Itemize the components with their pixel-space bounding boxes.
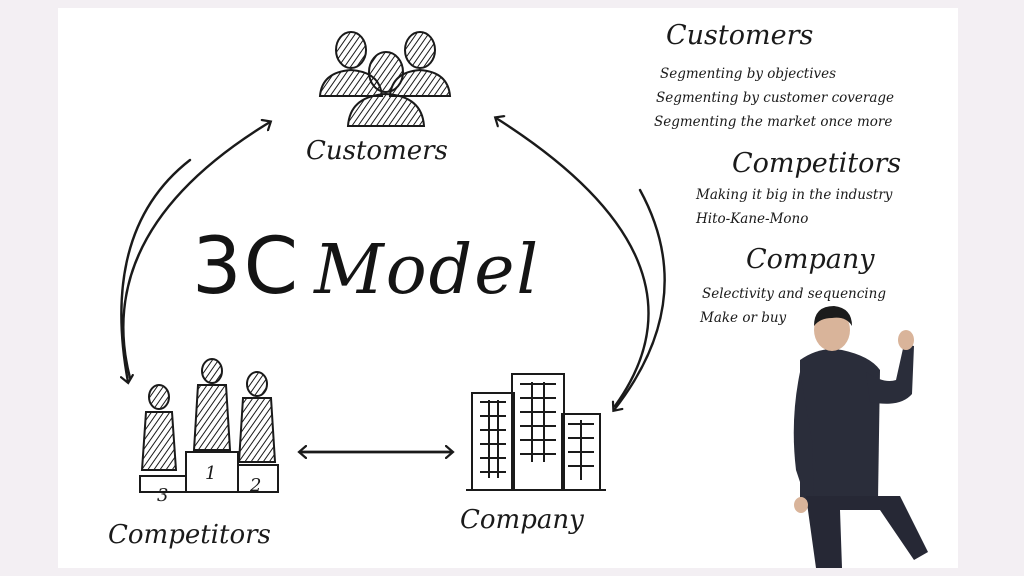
podium-rank-second: 2 <box>250 475 262 496</box>
podium-rank-first: 1 <box>205 463 217 484</box>
arrow-customers-to-competitors <box>121 158 192 382</box>
company-icon <box>466 373 606 491</box>
customers-icon <box>318 31 452 127</box>
businessman-figure <box>793 306 928 568</box>
competitors-label: Competitors <box>108 520 271 550</box>
notes-customers-item: Segmenting by objectives <box>660 66 837 82</box>
notes-competitors-item: Hito-Kane-Mono <box>696 211 809 227</box>
title-word: Model <box>314 231 541 310</box>
notes-competitors-item: Making it big in the industry <box>696 187 893 203</box>
notes-customers-item: Segmenting the market once more <box>654 114 893 130</box>
customers-label: Customers <box>306 136 448 166</box>
notes-company-item: Selectivity and sequencing <box>702 286 886 302</box>
notes-company-heading: Company <box>746 244 875 275</box>
cycle-arrows <box>121 118 666 452</box>
title-number: 3C <box>192 222 301 312</box>
notes-competitors-heading: Competitors <box>732 148 902 179</box>
podium-rank-third: 3 <box>157 485 169 506</box>
company-label: Company <box>460 505 584 535</box>
notes-company-item: Make or buy <box>700 310 787 326</box>
arrow-company-to-customers <box>496 118 650 408</box>
notes-customers-item: Segmenting by customer coverage <box>656 90 895 106</box>
arrow-customers-to-company <box>614 188 666 410</box>
notes-customers-heading: Customers <box>666 20 814 51</box>
competitors-icon <box>139 358 279 493</box>
arrow-competitors-to-customers <box>122 122 270 380</box>
